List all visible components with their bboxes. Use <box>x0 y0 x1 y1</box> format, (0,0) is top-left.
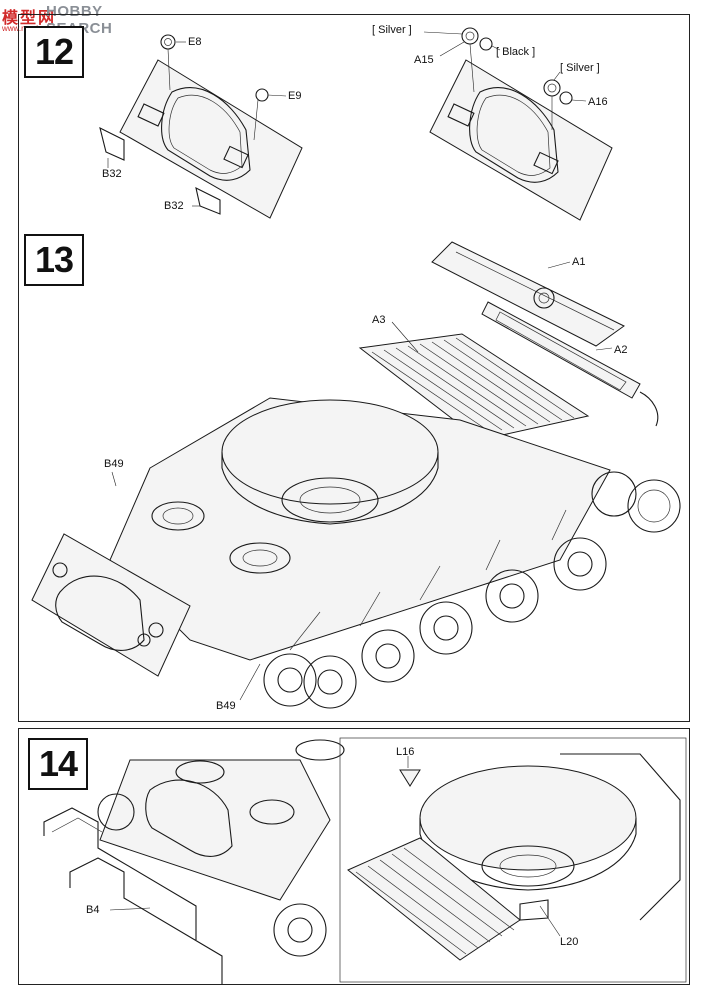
callout-b49-bottom: B49 <box>216 700 236 712</box>
callout-l16: L16 <box>396 746 415 758</box>
callout-a15: A15 <box>414 54 434 66</box>
callout-l20: L20 <box>560 936 579 948</box>
paint-note-silver-a15: [ Silver ] <box>372 24 412 36</box>
callout-a1: A1 <box>572 256 586 268</box>
callout-b4: B4 <box>86 904 100 916</box>
step-14-rear-view <box>43 739 345 984</box>
callout-a2: A2 <box>614 344 628 356</box>
step-number-14: 14 <box>28 738 88 790</box>
step-12-rear-plate-right <box>423 27 613 221</box>
step-number-13: 13 <box>24 234 84 286</box>
watermark-brand-cn: 模型网 <box>2 8 57 27</box>
step-12-13-frame <box>18 14 690 722</box>
callout-e9: E9 <box>288 90 302 102</box>
callout-a16: A16 <box>588 96 608 108</box>
paint-note-silver-a16: [ Silver ] <box>560 62 600 74</box>
step-13-hull <box>31 241 681 709</box>
paint-note-black: [ Black ] <box>496 46 536 58</box>
callout-a3: A3 <box>372 314 386 326</box>
callout-e8: E8 <box>188 36 202 48</box>
step-14-turret-ring-detail <box>339 737 687 983</box>
step-number-12: 12 <box>24 26 84 78</box>
callout-b49-top: B49 <box>104 458 124 470</box>
step-12-rear-plate-left <box>99 34 303 219</box>
callout-b32-b: B32 <box>164 200 184 212</box>
callout-b32-a: B32 <box>102 168 122 180</box>
step-14-frame <box>18 728 690 985</box>
